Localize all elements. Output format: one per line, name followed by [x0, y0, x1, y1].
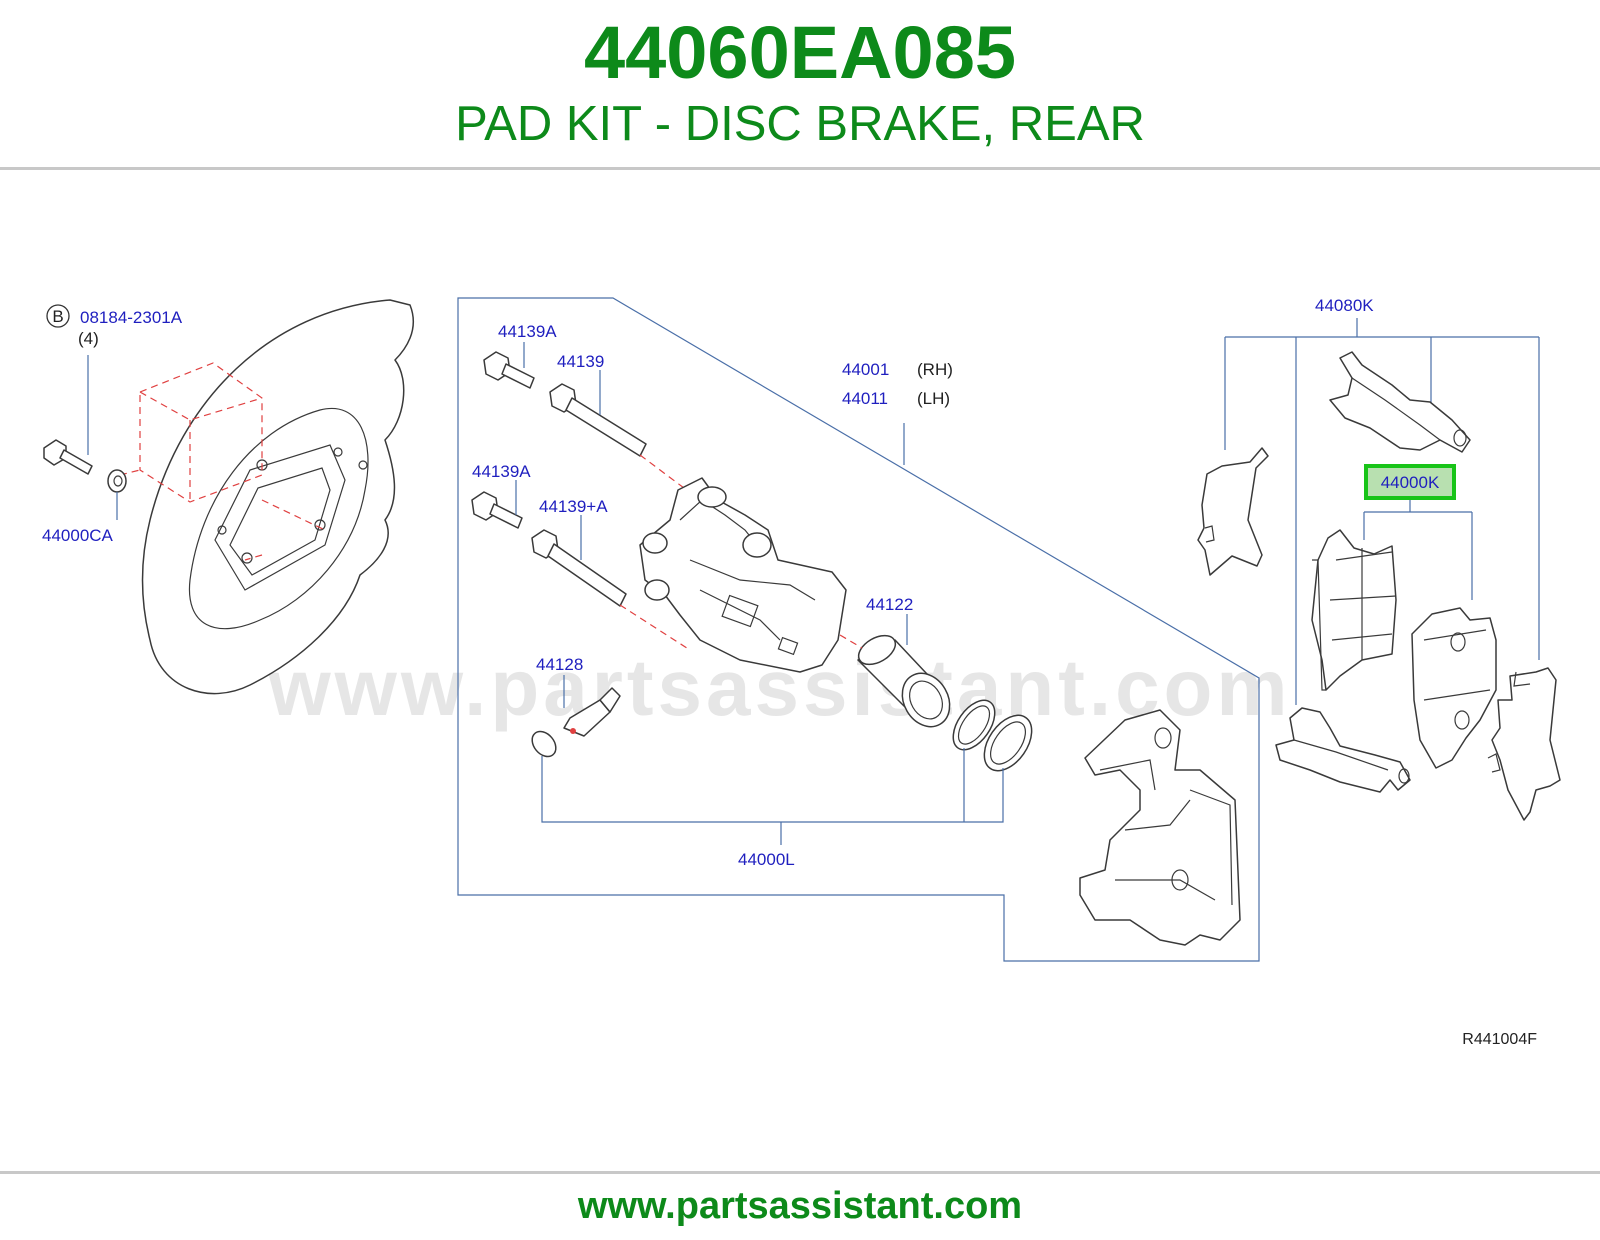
- callout-44139[interactable]: 44139: [557, 352, 604, 371]
- guide-bolt-upper-icon: [483, 351, 535, 389]
- part-title: PAD KIT - DISC BRAKE, REAR: [455, 97, 1145, 151]
- callout-44011[interactable]: 44011: [842, 389, 888, 408]
- pad-clip-lower-icon: [1275, 707, 1411, 793]
- footer-divider: [0, 1171, 1600, 1174]
- bolt-marker-circle: [46, 304, 70, 328]
- pad-clip-upper-icon: [1329, 351, 1471, 453]
- callout-bolt-qty: (4): [78, 329, 99, 348]
- bolt-icon: [43, 439, 93, 475]
- pad-kit-highlight: [1364, 464, 1456, 500]
- shim-kit-bracket-lines: [1224, 318, 1540, 705]
- part-number: 44060EA085: [583, 11, 1017, 94]
- header: 44060EA085 PAD KIT - DISC BRAKE, REAR: [0, 0, 1600, 168]
- guide-pin-upper-icon: [549, 383, 647, 457]
- shim-left-icon: [1197, 447, 1269, 576]
- bolt-marker: B: [52, 307, 63, 326]
- callout-44128[interactable]: 44128: [536, 655, 583, 674]
- caliper-group-frame: [457, 297, 1260, 962]
- callout-44139A-upper[interactable]: 44139A: [498, 322, 557, 341]
- seal-kit-bracket-lines: [541, 748, 1004, 845]
- label-lh: (LH): [917, 389, 950, 408]
- callout-44080K[interactable]: 44080K: [1315, 296, 1374, 315]
- pad-kit-bracket-lines: [1363, 500, 1473, 600]
- callout-44000CA[interactable]: 44000CA: [42, 526, 114, 545]
- guide-pin-lower-icon: [531, 529, 627, 607]
- piston-seal-icon: [952, 699, 996, 751]
- callout-44122[interactable]: 44122: [866, 595, 913, 614]
- callout-44139A-lower[interactable]: 44139A: [472, 462, 531, 481]
- callout-44000L[interactable]: 44000L: [738, 850, 795, 869]
- brake-pad-outer-icon: [1411, 607, 1497, 769]
- figure-code: R441004F: [1462, 1031, 1537, 1048]
- header-divider: [0, 167, 1600, 170]
- label-rh: (RH): [917, 360, 953, 379]
- bleeder-screw-icon: [531, 687, 621, 758]
- callout-44001[interactable]: 44001: [842, 360, 889, 379]
- backing-plate: [141, 299, 415, 695]
- guide-bolt-lower-icon: [471, 491, 523, 529]
- washer-icon: [107, 469, 127, 493]
- shim-right-icon: [1487, 667, 1561, 821]
- brake-pad-inner-icon: [1311, 529, 1397, 691]
- parts-diagram: www.partsassistant.com B 08184-2301A (4)…: [0, 170, 1600, 1170]
- callout-08184-2301A[interactable]: 08184-2301A: [80, 308, 183, 327]
- piston-icon: [857, 634, 951, 728]
- callout-44139-A[interactable]: 44139+A: [539, 497, 608, 516]
- footer-url-link[interactable]: www.partsassistant.com: [577, 1185, 1023, 1227]
- dust-boot-icon: [983, 714, 1033, 772]
- callout-44000K[interactable]: 44000K: [1381, 473, 1440, 492]
- caliper-bracket: [1079, 709, 1241, 946]
- caliper-body: [639, 477, 847, 673]
